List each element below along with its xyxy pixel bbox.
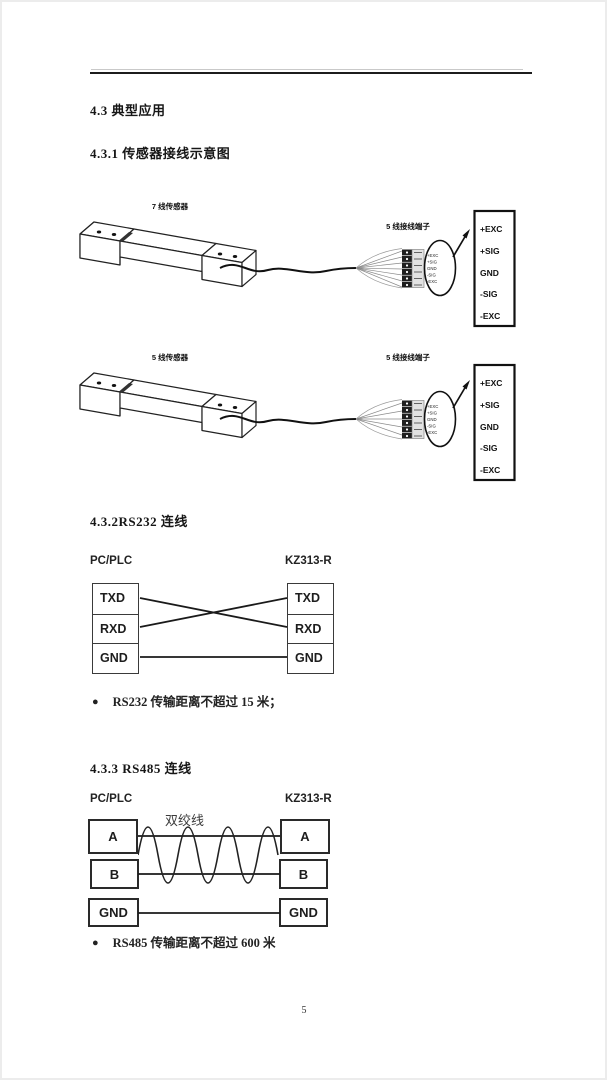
rs485-right-pin-b: B [279, 859, 328, 889]
svg-text:-SIG: -SIG [480, 443, 498, 453]
header-rule-dark [90, 72, 532, 74]
wire-fanout [355, 248, 403, 289]
sensor-diagram-5wire: 5 线传感器 5 线接线端子 [79, 352, 516, 482]
bullet-icon: ● [92, 696, 99, 708]
svg-text:-EXC: -EXC [427, 430, 437, 435]
rs232-left-pin-txd: TXD [100, 591, 125, 605]
rs232-note: ● RS232 传输距离不超过 15 米； [92, 691, 282, 710]
sensor-diagram-7wire: 7 线传感器 5 线接线端子 [79, 201, 516, 328]
svg-text:GND: GND [427, 266, 437, 271]
svg-text:-EXC: -EXC [427, 279, 437, 284]
rs232-right-device: KZ313-R [285, 555, 332, 567]
rs485-left-pin-gnd: GND [88, 898, 139, 927]
svg-text:+SIG: +SIG [480, 246, 500, 256]
beam-notch [119, 232, 133, 242]
svg-text:+EXC: +EXC [427, 253, 438, 258]
svg-text:-EXC: -EXC [480, 311, 500, 321]
svg-text:-SIG: -SIG [480, 289, 498, 299]
heading-4-3: 4.3 典型应用 [90, 103, 166, 118]
sensor-cable [219, 414, 357, 425]
load-cell-drawing [79, 372, 257, 439]
svg-text:GND: GND [427, 417, 437, 422]
rs485-right-device: KZ313-R [285, 793, 332, 805]
rs485-left-device: PC/PLC [90, 793, 133, 805]
svg-text:+SIG: +SIG [480, 400, 500, 410]
twisted-pair-label: 双绞线 [165, 813, 205, 828]
beam-notch [119, 383, 133, 393]
callout-arrow [452, 229, 470, 258]
rs232-note-text: RS232 传输距离不超过 15 米； [112, 695, 282, 709]
terminal-block [402, 249, 425, 288]
twisted-pair-wave [138, 826, 279, 884]
rs232-right-pin-txd: TXD [295, 591, 320, 605]
sensor-label: 5 线传感器 [152, 352, 189, 362]
rs232-right-pin-gnd: GND [288, 643, 333, 673]
svg-text:+SIG: +SIG [427, 260, 438, 265]
rs485-note-text: RS485 传输距离不超过 600 米 [112, 936, 276, 950]
rs232-wiring-lines [139, 597, 288, 658]
terminal-block [402, 400, 425, 439]
svg-text:+EXC: +EXC [480, 378, 502, 388]
heading-4-3-1: 4.3.1 传感器接线示意图 [90, 146, 231, 161]
rs232-left-device: PC/PLC [90, 555, 133, 567]
callout-ellipse [423, 239, 457, 297]
rs485-left-pin-a: A [88, 819, 138, 854]
svg-text:-SIG: -SIG [427, 424, 436, 429]
heading-4-3-3: 4.3.3 RS485 连线 [90, 761, 192, 776]
rs232-left-pin-gnd: GND [93, 643, 138, 673]
rs485-right-pin-gnd: GND [279, 898, 328, 927]
rs232-left-pin-rxd: RXD [93, 613, 138, 644]
rs232-left-pin-column: TXD RXD GND [92, 583, 139, 674]
header-rule-light [91, 69, 523, 70]
callout-ellipse [423, 390, 457, 448]
terminal-strip-box: +EXC +SIG GND -SIG -EXC [473, 209, 516, 328]
heading-4-3-2: 4.3.2RS232 连线 [90, 514, 188, 529]
svg-text:+EXC: +EXC [480, 224, 502, 234]
sensor-label: 7 线传感器 [152, 201, 189, 211]
svg-text:+EXC: +EXC [427, 404, 438, 409]
bullet-icon: ● [92, 937, 99, 949]
callout-arrow [452, 380, 470, 409]
wire-fanout [355, 399, 403, 440]
rs232-right-pin-column: TXD RXD GND [287, 583, 334, 674]
terminal-pin-labels: +EXC +SIG GND -SIG -EXC [427, 253, 438, 284]
terminal-label: 5 线接线端子 [386, 352, 430, 362]
svg-text:GND: GND [480, 422, 499, 432]
load-cell-drawing [79, 221, 257, 288]
rs485-right-pin-a: A [280, 819, 330, 854]
page-number: 5 [301, 1005, 307, 1016]
svg-text:-SIG: -SIG [427, 273, 436, 278]
svg-text:-EXC: -EXC [480, 465, 500, 475]
svg-text:+SIG: +SIG [427, 411, 438, 416]
rs485-note: ● RS485 传输距离不超过 600 米 [92, 932, 276, 951]
sensor-cable [219, 263, 357, 274]
rs232-right-pin-rxd: RXD [288, 613, 333, 644]
rs485-wiring-lines [138, 826, 280, 914]
terminal-label: 5 线接线端子 [386, 221, 430, 231]
svg-text:GND: GND [480, 268, 499, 278]
terminal-strip-box: +EXC +SIG GND -SIG -EXC [473, 363, 516, 482]
terminal-pin-labels: +EXC +SIG GND -SIG -EXC [427, 404, 438, 435]
rs485-left-pin-b: B [90, 859, 139, 889]
